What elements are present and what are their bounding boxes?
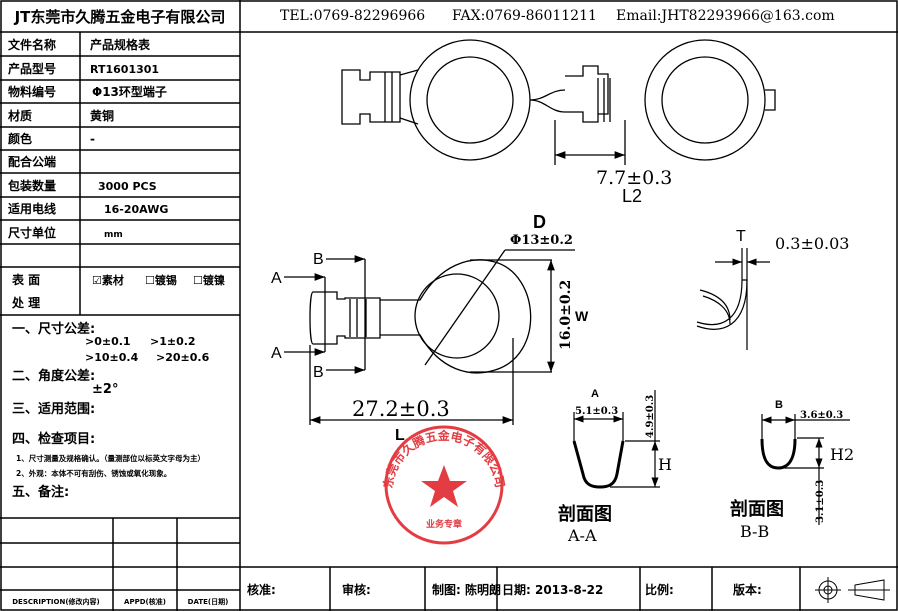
- surface-option-tin[interactable]: ☐镀锡: [145, 273, 177, 287]
- section-a-bottom: A: [271, 345, 282, 362]
- dim-w: 16.0±0.2: [558, 280, 574, 350]
- spec-label: 文件名称: [8, 37, 56, 52]
- angle-title: 二、角度公差:: [12, 368, 95, 384]
- spec-label: 颜色: [8, 131, 32, 146]
- tol-value: >0±0.1: [85, 335, 131, 348]
- spec-value: 黄铜: [90, 108, 114, 123]
- spec-label: 物料编号: [8, 84, 56, 99]
- dim-l2: 7.7±0.3: [596, 167, 672, 189]
- surface-label: 表 面: [11, 272, 40, 287]
- surface-option-nickel[interactable]: ☐镀镍: [193, 273, 225, 287]
- spec-label: 产品型号: [8, 61, 56, 76]
- date-field: 日期: 2013-8-22: [502, 582, 603, 597]
- section-aa-view: [572, 390, 660, 489]
- spec-value: RT1601301: [90, 63, 159, 76]
- spec-label: 包装数量: [7, 178, 56, 193]
- rev-header: DESCRIPTION(修改内容): [12, 597, 99, 606]
- surface-label: 处 理: [11, 295, 40, 310]
- spec-value: Φ13环型端子: [92, 84, 167, 99]
- aa-title: 剖面图: [558, 503, 612, 525]
- company-name: JT东莞市久腾五金电子有限公司: [14, 8, 226, 26]
- terminal-strip-view: [341, 39, 776, 165]
- label-w: W: [575, 308, 589, 324]
- check-item: 2、外观：本体不可有刮伤、锈蚀或氧化现象。: [16, 468, 171, 478]
- thickness-view: [696, 248, 770, 350]
- bb-title: 剖面图: [730, 498, 784, 520]
- label-aa: A: [591, 388, 599, 400]
- spec-label: 适用电线: [8, 201, 56, 216]
- dim-l: 27.2±0.3: [352, 397, 450, 421]
- label-h2: H2: [830, 445, 854, 464]
- seal-sub: 业务专章: [426, 518, 462, 530]
- dim-bb-width: 3.6±0.3: [800, 410, 843, 421]
- tol-value: >10±0.4: [85, 351, 139, 364]
- title-block: 核准: 审核: 制图: 陈明朗 日期: 2013-8-22 比例: 版本:: [247, 582, 762, 597]
- scope-title: 三、适用范围:: [12, 401, 95, 417]
- spec-value: 16-20AWG: [104, 203, 168, 216]
- tol-title: 一、尺寸公差:: [12, 321, 95, 337]
- tel: TEL:0769-82296966: [280, 8, 425, 24]
- spec-value: -: [90, 132, 95, 146]
- rev-header: APPD(核准): [124, 597, 166, 606]
- label-l: L: [395, 427, 405, 444]
- email: Email:JHT82293966@163.com: [616, 8, 835, 24]
- spec-label: 材质: [7, 108, 32, 123]
- dim-bb-height: 3.1±0.3: [815, 480, 826, 523]
- section-bb-view: [760, 414, 850, 525]
- dim-aa-height: 4.9±0.3: [645, 395, 656, 438]
- spec-value: 3000 PCS: [98, 180, 157, 193]
- review-field: 审核:: [342, 582, 371, 597]
- label-bb: B: [775, 399, 783, 411]
- approve-field: 核准:: [247, 582, 276, 597]
- check-item: 1、尺寸测量及规格确认。（量测部位以标英文字母为主）: [16, 453, 205, 463]
- spec-value: mm: [104, 230, 123, 240]
- section-markers: A A B B: [271, 251, 324, 381]
- company-seal: 东莞市久腾五金电子有限公司 业务专章: [380, 425, 507, 545]
- spec-label: 尺寸单位: [8, 225, 56, 240]
- aa-sub: A-A: [567, 526, 597, 545]
- terminal-main-view: [284, 249, 575, 425]
- scale-field: 比例:: [645, 582, 674, 597]
- spec-table: 文件名称 产品规格表 产品型号 RT1601301 物料编号 Φ13环型端子 材…: [7, 37, 225, 310]
- tol-value: >1±0.2: [150, 335, 196, 348]
- dim-aa-width: 5.1±0.3: [575, 406, 618, 417]
- notes: 一、尺寸公差: >0±0.1 >1±0.2 >10±0.4 >20±0.6 二、…: [12, 321, 228, 606]
- rev-header: DATE(日期): [188, 597, 229, 606]
- dim-d: Φ13±0.2: [510, 233, 573, 248]
- remark-title: 五、备注:: [12, 484, 69, 500]
- fax: FAX:0769-86011211: [452, 8, 597, 24]
- label-h: H: [658, 455, 672, 474]
- section-a-top: A: [271, 270, 282, 287]
- angle-value: ±2°: [92, 382, 118, 397]
- label-l2: L2: [622, 186, 642, 206]
- label-t: T: [736, 228, 746, 245]
- label-d: D: [533, 212, 546, 232]
- check-title: 四、检查项目:: [12, 431, 95, 447]
- tol-value: >20±0.6: [156, 351, 210, 364]
- spec-value: 产品规格表: [90, 37, 151, 52]
- surface-option-bare[interactable]: ☑素材: [92, 273, 124, 287]
- section-b-bottom: B: [313, 364, 324, 381]
- drawn-field: 制图: 陈明朗: [432, 582, 501, 597]
- section-b-top: B: [313, 251, 324, 268]
- projection-symbol-icon: [815, 577, 890, 603]
- version-field: 版本:: [733, 582, 762, 597]
- bb-sub: B-B: [740, 522, 769, 541]
- dim-t: 0.3±0.03: [775, 234, 849, 253]
- spec-label: 配合公端: [8, 154, 56, 169]
